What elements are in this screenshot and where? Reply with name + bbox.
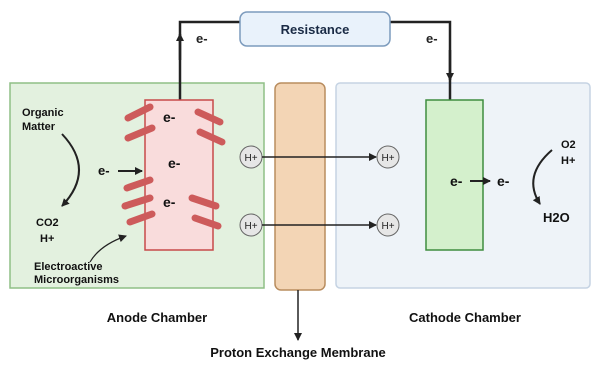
oxidation-electron-label: e- [98, 163, 110, 178]
oxidation-curve-arrow [61, 133, 80, 207]
cathode-electrode [425, 99, 484, 251]
bacterium [124, 103, 154, 122]
proton-label: H+ [244, 153, 257, 164]
proton-circle [376, 145, 400, 169]
proton-label: H+ [244, 221, 257, 232]
microorganisms-label-line2: Microorganisms [34, 274, 119, 286]
proton-flow-top: H+ H+ [239, 145, 400, 169]
anode-electrode [144, 99, 214, 251]
resistance-label: Resistance [281, 22, 350, 37]
co2-label: CO2 [36, 217, 59, 229]
anode-h-plus-label: H+ [40, 233, 54, 245]
proton-exchange-membrane [274, 82, 326, 291]
electron-left-label: e- [196, 31, 208, 46]
anode-chamber-label: Anode Chamber [107, 310, 207, 325]
cathode-h-plus-label: H+ [561, 155, 575, 167]
cathode-electron-in: e- [450, 173, 463, 189]
organic-matter-label-line2: Matter [22, 121, 56, 133]
proton-label: H+ [381, 153, 394, 164]
bacterium [191, 214, 222, 230]
o2-label: O2 [561, 139, 576, 151]
membrane-label: Proton Exchange Membrane [210, 345, 386, 360]
h2o-label: H2O [543, 210, 570, 225]
electrode-electron-bottom: e- [163, 194, 176, 210]
electrode-electron-top: e- [163, 109, 176, 125]
bacterium [123, 176, 154, 192]
electrode-electron-mid: e- [168, 155, 181, 171]
circuit-wire-left [178, 20, 240, 100]
proton-circle [376, 213, 400, 237]
organic-matter-label-line1: Organic [22, 107, 64, 119]
cathode-electron-out: e- [497, 173, 510, 189]
microorganisms-label-line1: Electroactive [34, 261, 102, 273]
bacterium [196, 128, 226, 146]
bacterium [126, 210, 156, 226]
resistance-box [239, 11, 391, 47]
electron-right-label: e- [426, 31, 438, 46]
bacterium [188, 194, 220, 210]
reduction-curve-arrow [532, 149, 553, 205]
proton-label: H+ [381, 221, 394, 232]
cathode-chamber-label: Cathode Chamber [409, 310, 521, 325]
bacterium [194, 108, 224, 126]
bacterium [124, 124, 156, 142]
proton-flow-bottom: H+ H+ [239, 213, 400, 237]
bacterium [121, 194, 154, 210]
microorganism-pointer [89, 234, 127, 263]
electroactive-microorganisms [121, 103, 226, 230]
